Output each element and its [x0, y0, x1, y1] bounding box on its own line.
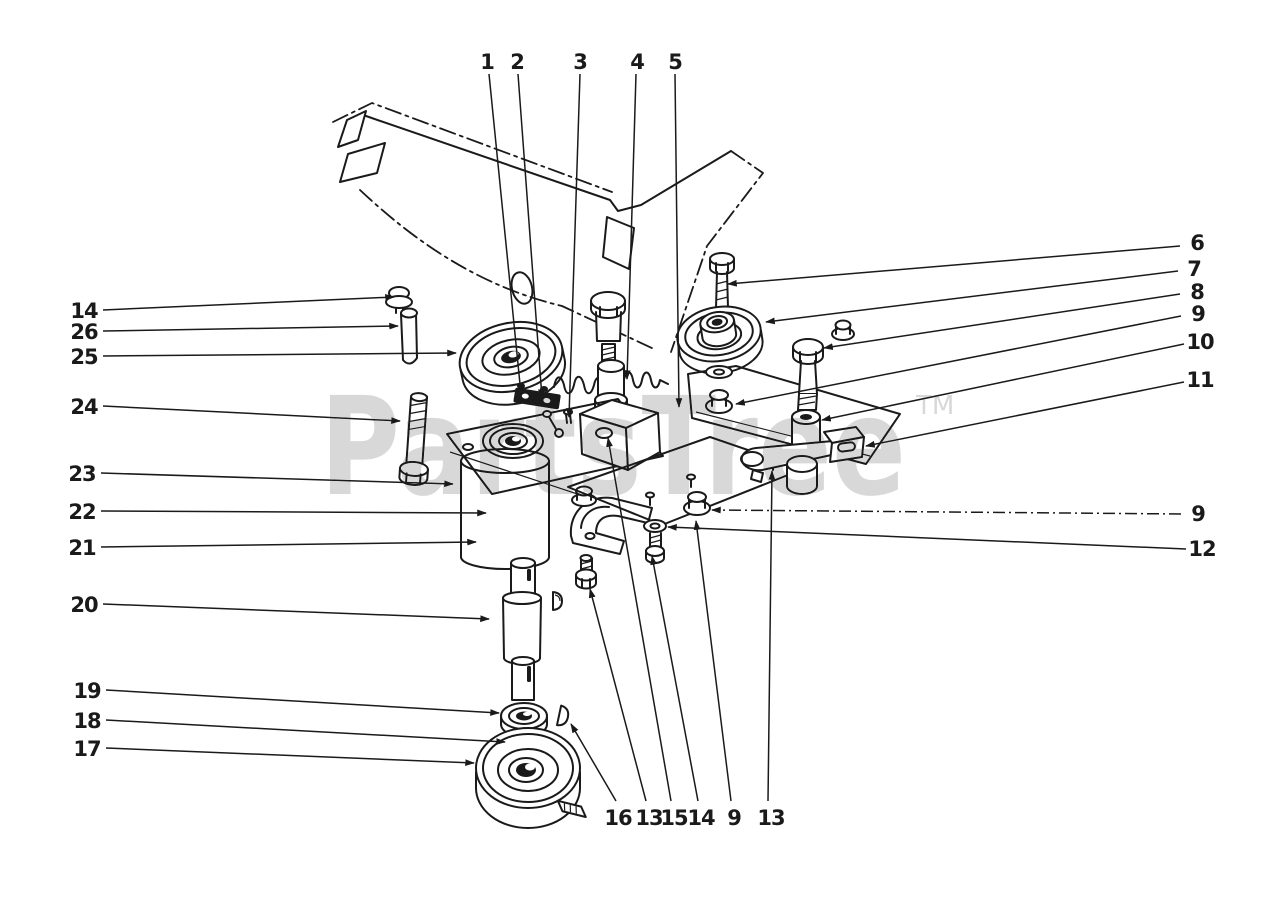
- callout-label-19: 19: [73, 679, 101, 703]
- leader-line-1: [488, 73, 524, 395]
- leader-line-14: [650, 555, 699, 802]
- v-idler-pulley-7: [676, 305, 764, 375]
- leader-line-11: [865, 381, 1185, 448]
- bolt-13-lower: [575, 554, 597, 590]
- leader-line-4: [623, 73, 637, 380]
- leader-line-19: [105, 689, 500, 716]
- leader-line-10: [821, 343, 1185, 422]
- leader-line-24: [102, 405, 401, 424]
- callout-label-16: 16: [604, 806, 632, 830]
- leader-line-13: [767, 470, 776, 802]
- flange-nut-9-arm: [705, 389, 733, 414]
- spring-part-4: [553, 371, 669, 395]
- leader-line-3: [565, 73, 581, 418]
- shoulder-bolt-8: [792, 338, 824, 411]
- screw-part-14: [385, 286, 413, 314]
- leader-line-7: [765, 270, 1179, 325]
- leader-line-26: [102, 322, 399, 332]
- callout-label-1: 1: [480, 50, 494, 74]
- callout-label-11: 11: [1186, 368, 1214, 392]
- bearing-19: [500, 702, 548, 738]
- leader-line-6: [727, 245, 1181, 287]
- callout-label-6: 6: [1190, 231, 1204, 255]
- callout-label-20: 20: [70, 593, 98, 617]
- shoulder-bolt-center: [590, 291, 626, 364]
- callout-label-8: 8: [1190, 280, 1204, 304]
- callout-label-9: 9: [1191, 502, 1205, 526]
- bolt-part-6: [709, 252, 735, 309]
- callout-label-15: 15: [660, 806, 688, 830]
- callout-label-9: 9: [727, 806, 741, 830]
- callout-label-22: 22: [68, 500, 95, 524]
- flange-nut-9-lower: [683, 491, 711, 516]
- callout-label-2: 2: [510, 50, 524, 74]
- leader-line-9: [693, 520, 732, 802]
- callout-label-18: 18: [73, 709, 101, 733]
- callout-label-14: 14: [70, 299, 98, 323]
- callout-label-17: 17: [73, 737, 100, 761]
- callout-label-26: 26: [70, 320, 98, 344]
- leader-line-20: [102, 603, 490, 623]
- leader-line-22: [100, 509, 487, 517]
- stud-part-26: [400, 307, 418, 365]
- leader-line-15: [606, 437, 672, 802]
- callout-label-9: 9: [1191, 302, 1205, 326]
- leader-line-9: [735, 315, 1182, 406]
- flange-nut-on-arm: [831, 319, 855, 341]
- bolt-part-24: [398, 392, 429, 486]
- callout-label-10: 10: [1186, 330, 1214, 354]
- leader-line-21: [100, 538, 477, 548]
- leader-line-18: [105, 719, 506, 745]
- leader-line-13: [588, 588, 647, 802]
- mower-deck-outline: [332, 102, 764, 353]
- callout-label-24: 24: [70, 395, 98, 419]
- leader-line-23: [100, 472, 454, 488]
- leader-line-17: [105, 747, 475, 767]
- leader-line-9: [711, 506, 1182, 515]
- callout-label-23: 23: [68, 462, 95, 486]
- callout-label-5: 5: [668, 50, 682, 74]
- woodruff-key-upper: [552, 591, 563, 611]
- callout-label-7: 7: [1187, 257, 1201, 281]
- callout-label-13: 13: [635, 806, 662, 830]
- callout-label-13: 13: [757, 806, 784, 830]
- spacer-10: [791, 409, 821, 451]
- leader-line-14: [102, 293, 395, 311]
- leader-line-25: [102, 349, 457, 357]
- spindle-bracket: [542, 399, 661, 471]
- watermark: PartsTree TM: [320, 369, 954, 527]
- callout-label-3: 3: [573, 50, 587, 74]
- tapered-key-bottom: [556, 799, 587, 819]
- leader-line-16: [570, 723, 617, 802]
- woodruff-key-16: [555, 704, 570, 727]
- spindle-pulley-17: [475, 727, 581, 829]
- leader-line-12: [667, 523, 1187, 550]
- bolt-14-lower: [645, 532, 665, 564]
- washer-under-pulley: [705, 365, 733, 379]
- spindle-housing-21: [460, 448, 550, 570]
- spindle-shaft-20: [502, 557, 542, 701]
- callout-label-25: 25: [70, 345, 98, 369]
- callout-label-21: 21: [68, 536, 96, 560]
- leader-line-5: [674, 73, 683, 408]
- callout-label-12: 12: [1188, 537, 1215, 561]
- callout-label-14: 14: [687, 806, 715, 830]
- belt-guide-11: [823, 426, 865, 463]
- watermark-tm: TM: [915, 391, 954, 421]
- washer-12: [643, 519, 667, 533]
- watermark-text: PartsTree: [320, 369, 906, 527]
- pivot-sleeve: [786, 455, 818, 495]
- callout-label-4: 4: [630, 50, 644, 74]
- leader-line-8: [823, 293, 1181, 351]
- leader-line-2: [517, 73, 545, 399]
- link-arm: [740, 440, 837, 483]
